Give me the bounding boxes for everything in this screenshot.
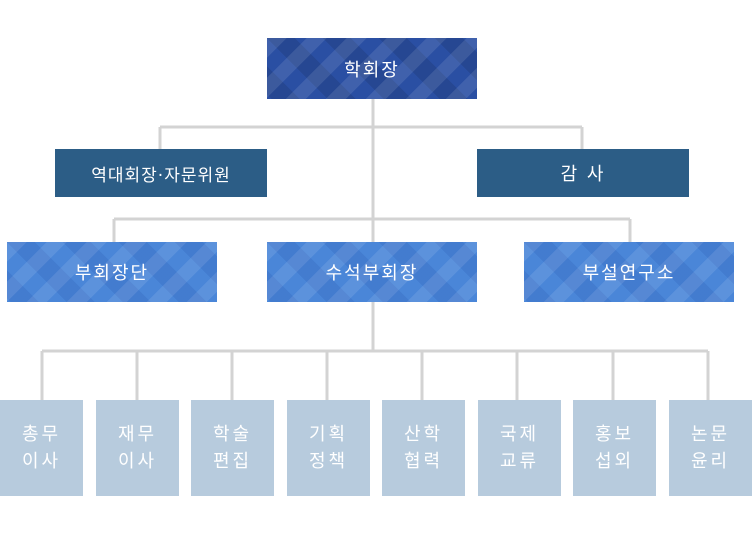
dept-box-industry-cooperation: 산학 협력 (382, 400, 465, 496)
dept-box-finance: 재무 이사 (96, 400, 179, 496)
advisors-label: 역대회장·자문위원 (91, 165, 231, 186)
dept-label-line1: 기획 (308, 424, 349, 445)
dept-label-line1: 논문 (690, 424, 731, 445)
president-box: 학회장 (267, 38, 477, 99)
dept-label-line1: 홍보 (594, 424, 635, 445)
dept-label-line1: 학술 (212, 424, 253, 445)
dept-label-line2: 편집 (212, 451, 253, 472)
dept-label-line1: 총무 (21, 424, 62, 445)
president-label: 학회장 (344, 59, 400, 81)
dept-label-line2: 이사 (117, 451, 158, 472)
institute-box: 부설연구소 (524, 242, 734, 302)
senior-vp-label: 수석부회장 (325, 263, 419, 284)
dept-label-line2: 협력 (403, 451, 444, 472)
auditor-label: 감 사 (560, 164, 606, 185)
dept-label-line1: 재무 (117, 424, 158, 445)
dept-label-line2: 정책 (308, 451, 349, 472)
senior-vp-box: 수석부회장 (267, 242, 477, 302)
dept-label-line2: 섭외 (594, 451, 635, 472)
dept-box-public-relations: 홍보 섭외 (573, 400, 656, 496)
institute-label: 부설연구소 (582, 263, 676, 284)
dept-label-line2: 윤리 (690, 451, 731, 472)
dept-box-international-exchange: 국제 교류 (478, 400, 561, 496)
dept-box-research-ethics: 논문 윤리 (669, 400, 752, 496)
dept-label-line1: 국제 (499, 424, 540, 445)
dept-box-general-affairs: 총무 이사 (0, 400, 83, 496)
advisors-box: 역대회장·자문위원 (55, 149, 267, 197)
vice-presidents-label: 부회장단 (74, 263, 150, 284)
dept-box-planning-policy: 기획 정책 (287, 400, 370, 496)
dept-label-line2: 이사 (21, 451, 62, 472)
auditor-box: 감 사 (477, 149, 689, 197)
dept-box-academic-editing: 학술 편집 (191, 400, 274, 496)
dept-label-line1: 산학 (403, 424, 444, 445)
vice-presidents-box: 부회장단 (7, 242, 217, 302)
dept-label-line2: 교류 (499, 451, 540, 472)
